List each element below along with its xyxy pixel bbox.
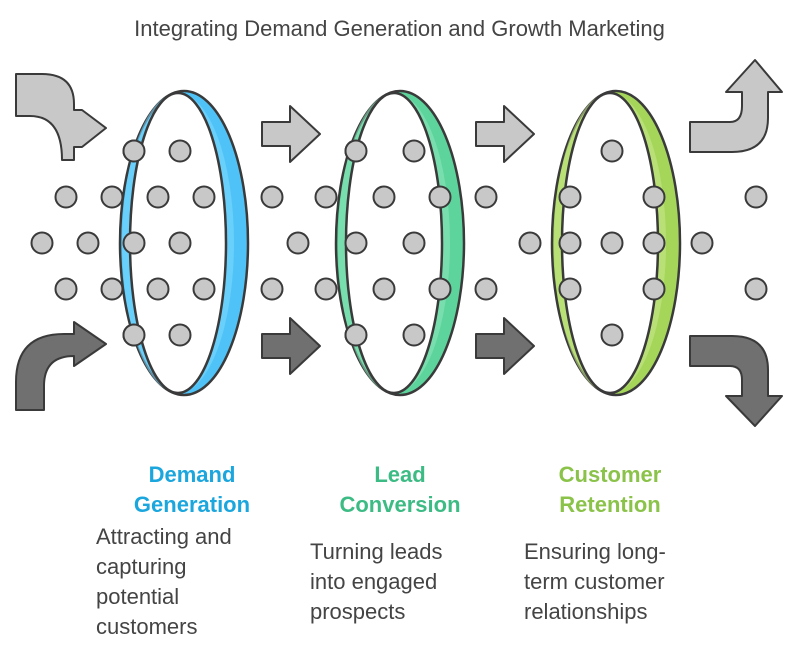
particle-dot [558, 185, 582, 209]
stage-2-desc-line2: into engaged [310, 569, 438, 594]
particle-dot [744, 185, 768, 209]
particle-dot [600, 139, 624, 163]
particle-dot [518, 231, 542, 255]
particle-dot [30, 231, 54, 255]
stage-1-label: Demand Generation [112, 460, 272, 520]
particle-dot [642, 185, 666, 209]
particle-dot [372, 277, 396, 301]
stage-2-label-line2: Conversion [339, 492, 461, 517]
stage-1-desc-line4: customers [96, 614, 198, 639]
particle-dot [122, 323, 146, 347]
particle-dot [260, 185, 284, 209]
stage-2-label: Lead Conversion [320, 460, 480, 520]
stage-2-desc-line1: Turning leads [310, 539, 443, 564]
particle-dot [344, 139, 368, 163]
particle-dot [600, 231, 624, 255]
particle-dot [122, 139, 146, 163]
particle-dot [558, 277, 582, 301]
particle-dot [168, 139, 192, 163]
particle-dot [168, 323, 192, 347]
particle-dot [54, 185, 78, 209]
stage-2-label-line1: Lead [374, 462, 426, 487]
particle-dot [474, 277, 498, 301]
stage-3-label-line2: Retention [559, 492, 661, 517]
stage-1-desc-line1: Attracting and [96, 524, 232, 549]
stage-1-description: Attracting and capturing potential custo… [96, 522, 296, 642]
particle-dot [286, 231, 310, 255]
stage-1-desc-line2: capturing [96, 554, 187, 579]
particle-dot [168, 231, 192, 255]
stage-3-label: Customer Retention [530, 460, 690, 520]
particle-dot [474, 185, 498, 209]
ring-stage-2 [334, 89, 466, 397]
particle-dot [372, 185, 396, 209]
particle-dot [744, 277, 768, 301]
particle-dot [428, 277, 452, 301]
stage-3-desc-line3: relationships [524, 599, 648, 624]
outgoing-curved-arrow-top [689, 59, 783, 153]
particle-dot [344, 231, 368, 255]
connector-arrow-2-bottom [475, 317, 535, 375]
particle-dot [428, 185, 452, 209]
connector-arrow-1-bottom [261, 317, 321, 375]
stage-1-label-line1: Demand [148, 462, 236, 487]
particle-dot [402, 139, 426, 163]
incoming-curved-arrow-top [15, 73, 107, 161]
particle-dot [122, 231, 146, 255]
particle-dot [260, 277, 284, 301]
incoming-curved-arrow-bottom [15, 321, 107, 411]
particle-dot [192, 277, 216, 301]
particle-dot [558, 231, 582, 255]
stage-3-desc-line1: Ensuring long- [524, 539, 666, 564]
stage-3-desc-line2: term customer [524, 569, 665, 594]
particle-dot [76, 231, 100, 255]
particle-dot [642, 231, 666, 255]
particle-dot [402, 231, 426, 255]
stage-3-description: Ensuring long- term customer relationshi… [524, 537, 724, 627]
particle-dot [314, 185, 338, 209]
stage-rings [118, 89, 682, 397]
stage-2-description: Turning leads into engaged prospects [310, 537, 510, 627]
particle-dot [100, 277, 124, 301]
particle-dots-front [122, 139, 666, 347]
particle-dot [600, 323, 624, 347]
stage-3-label-line1: Customer [558, 462, 662, 487]
diagram-title: Integrating Demand Generation and Growth… [134, 16, 665, 41]
stage-1-desc-line3: potential [96, 584, 180, 609]
connector-arrow-1-top [261, 105, 321, 163]
particle-dot [642, 277, 666, 301]
particle-dot [314, 277, 338, 301]
particle-dot [146, 185, 170, 209]
particle-dot [146, 277, 170, 301]
connector-arrow-2-top [475, 105, 535, 163]
particle-dot [402, 323, 426, 347]
particle-dot [690, 231, 714, 255]
particle-dot [344, 323, 368, 347]
particle-dot [54, 277, 78, 301]
particle-dot [192, 185, 216, 209]
stage-1-label-line2: Generation [133, 492, 251, 517]
outgoing-curved-arrow-bottom [689, 335, 783, 427]
particle-dot [100, 185, 124, 209]
stage-2-desc-line3: prospects [310, 599, 406, 624]
